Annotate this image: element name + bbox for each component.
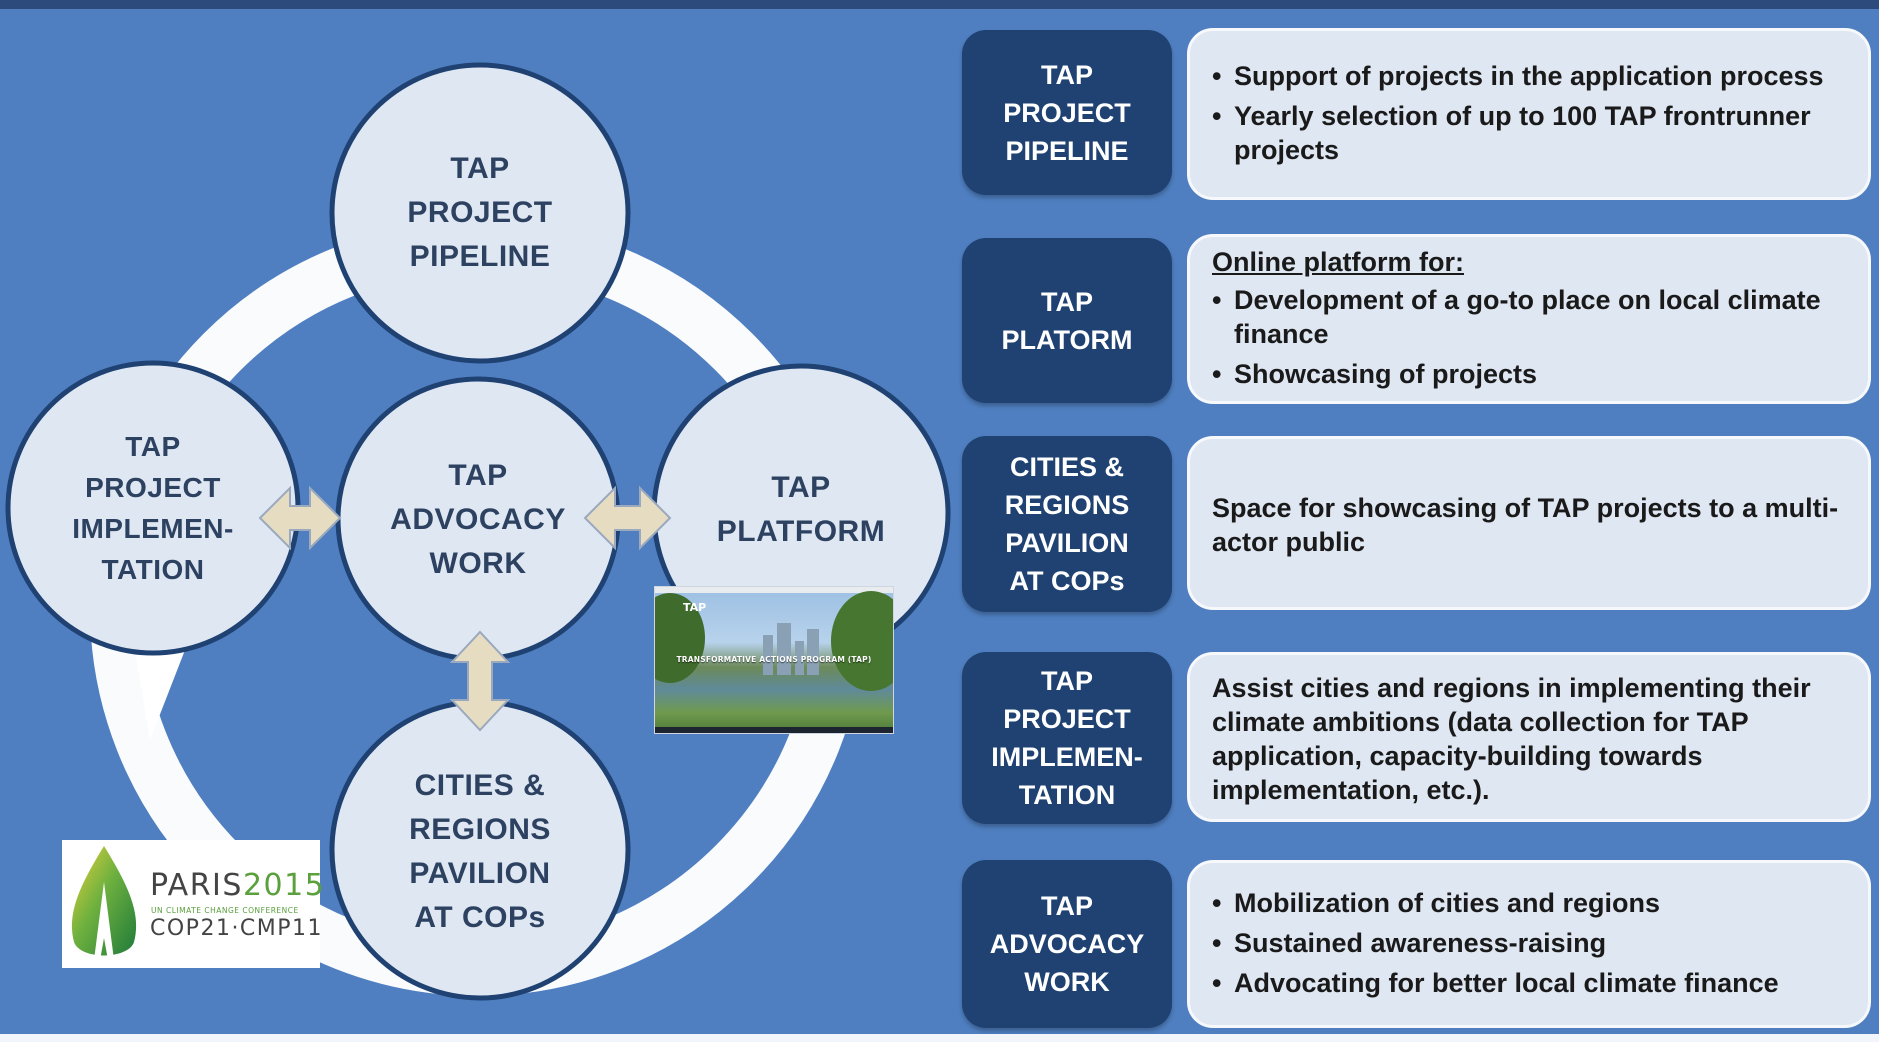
circle-implementation-label: TAP PROJECT IMPLEMEN- TATION bbox=[72, 431, 234, 585]
row-box-pavilion: Space for showcasing of TAP projects to … bbox=[1187, 436, 1871, 610]
bullet-item: Development of a go-to place on local cl… bbox=[1212, 283, 1848, 351]
bottom-border bbox=[0, 1034, 1879, 1042]
paris-logo-cop: COP21·CMP11 bbox=[150, 916, 324, 941]
arrow-advocacy-pavilion bbox=[449, 630, 511, 732]
arrow-advocacy-platform bbox=[583, 485, 672, 551]
row-advocacy-bullets: Mobilization of cities and regions Susta… bbox=[1212, 886, 1848, 1006]
row-label-implementation: TAP PROJECT IMPLEMEN- TATION bbox=[962, 652, 1172, 824]
skyline-tower bbox=[777, 623, 791, 675]
row-platform-heading: Online platform for: bbox=[1212, 247, 1464, 277]
taskbar bbox=[655, 727, 893, 733]
circle-platform-label: TAP PLATFORM bbox=[716, 471, 886, 548]
bullet-item: Sustained awareness-raising bbox=[1212, 926, 1848, 960]
paris-logo-subtitle: UN CLIMATE CHANGE CONFERENCE bbox=[151, 906, 299, 915]
circle-pipeline-label: TAP PROJECT PIPELINE bbox=[407, 152, 553, 273]
row-pavilion-text: Space for showcasing of TAP projects to … bbox=[1212, 493, 1839, 557]
row-label-pavilion: CITIES & REGIONS PAVILION AT COPs bbox=[962, 436, 1172, 612]
arrow-implementation-advocacy bbox=[258, 485, 342, 551]
browser-bar bbox=[655, 587, 893, 593]
skyline-tower bbox=[795, 641, 804, 675]
leaf-eiffel-icon bbox=[71, 846, 137, 960]
screenshot-logo: TAP bbox=[683, 601, 707, 614]
row-box-pipeline: Support of projects in the application p… bbox=[1187, 28, 1871, 200]
screenshot-title: TRANSFORMATIVE ACTIONS PROGRAM (TAP) bbox=[676, 655, 872, 664]
top-border bbox=[0, 0, 1879, 9]
bullet-item: Yearly selection of up to 100 TAP frontr… bbox=[1212, 99, 1848, 167]
paris-logo-title-year: 2015 bbox=[242, 868, 326, 903]
row-label-platform: TAP PLATORM bbox=[962, 238, 1172, 403]
row-platform-bullets: Development of a go-to place on local cl… bbox=[1212, 283, 1848, 397]
row-implementation-text: Assist cities and regions in implementin… bbox=[1212, 673, 1811, 805]
skyline-tower bbox=[807, 629, 819, 675]
row-pipeline-bullets: Support of projects in the application p… bbox=[1212, 59, 1848, 173]
circle-pavilion-label: CITIES & REGIONS PAVILION AT COPs bbox=[409, 769, 551, 934]
row-box-platform: Online platform for: Development of a go… bbox=[1187, 234, 1871, 404]
bullet-item: Mobilization of cities and regions bbox=[1212, 886, 1848, 920]
row-label-advocacy: TAP ADVOCACY WORK bbox=[962, 860, 1172, 1028]
bullet-item: Support of projects in the application p… bbox=[1212, 59, 1848, 93]
row-label-pipeline: TAP PROJECT PIPELINE bbox=[962, 30, 1172, 195]
paris-logo-title-main: PARIS bbox=[150, 868, 243, 903]
row-box-implementation: Assist cities and regions in implementin… bbox=[1187, 652, 1871, 822]
bullet-item: Advocating for better local climate fina… bbox=[1212, 966, 1848, 1000]
skyline-tower bbox=[763, 635, 773, 675]
row-box-advocacy: Mobilization of cities and regions Susta… bbox=[1187, 860, 1871, 1028]
paris-logo-title: PARIS2015 bbox=[150, 868, 325, 903]
paris-2015-logo: PARIS2015 UN CLIMATE CHANGE CONFERENCE C… bbox=[62, 840, 324, 968]
bullet-item: Showcasing of projects bbox=[1212, 357, 1848, 391]
circle-pipeline bbox=[329, 62, 631, 364]
tree-right bbox=[831, 591, 893, 691]
flow-ring-arrowhead bbox=[135, 650, 185, 740]
tap-website-screenshot: TAP TRANSFORMATIVE ACTIONS PROGRAM (TAP) bbox=[654, 586, 894, 734]
circle-advocacy-label: TAP ADVOCACY WORK bbox=[390, 459, 566, 580]
